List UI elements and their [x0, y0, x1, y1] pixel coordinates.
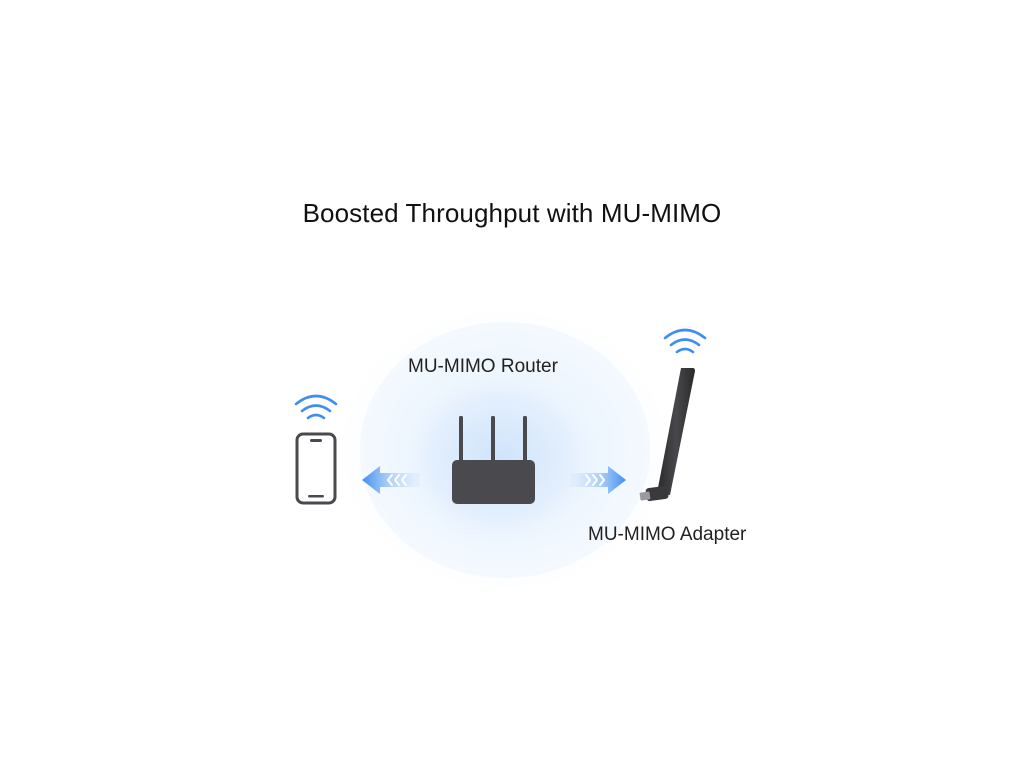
arrow-left-icon	[362, 466, 420, 494]
signal-halo	[330, 300, 680, 600]
usb-wifi-adapter-icon	[639, 368, 695, 502]
wifi-signal-icon	[294, 394, 338, 420]
diagram-title: Boosted Throughput with MU-MIMO	[302, 198, 722, 228]
router-icon	[452, 416, 535, 504]
router-label: MU-MIMO Router	[408, 356, 558, 377]
arrow-right-icon	[570, 466, 626, 494]
smartphone-icon	[295, 432, 337, 505]
adapter-label: MU-MIMO Adapter	[588, 524, 747, 545]
wifi-signal-icon	[663, 328, 707, 354]
